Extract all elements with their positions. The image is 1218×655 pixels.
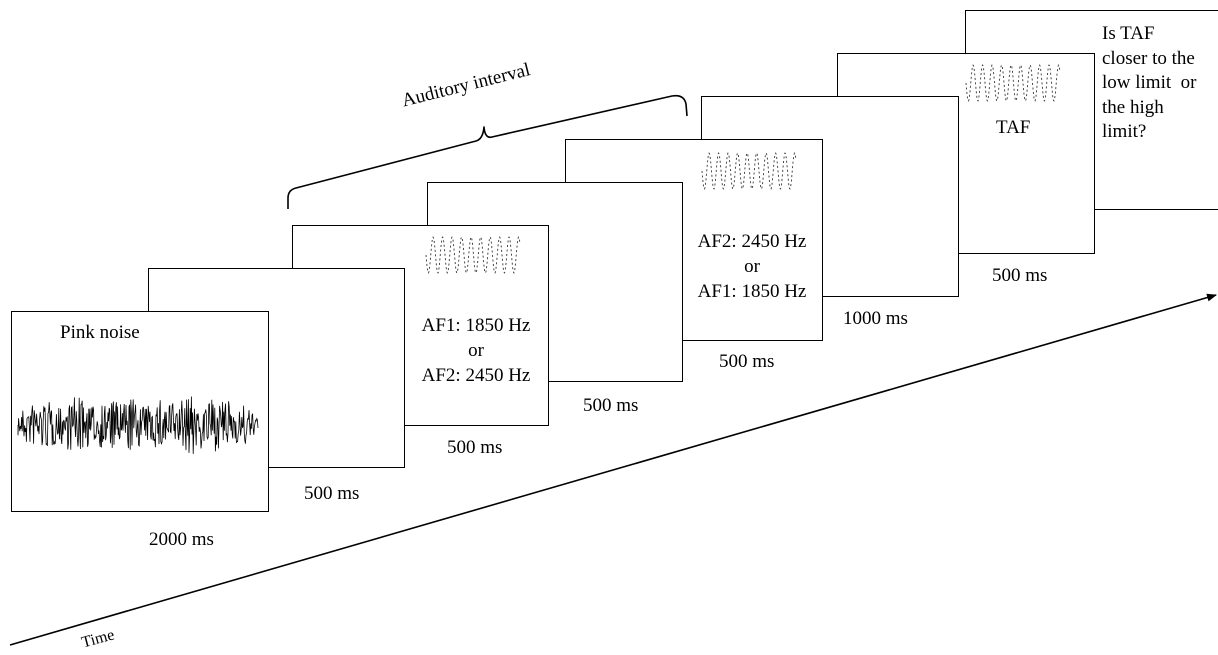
stim-2-line-2: or bbox=[744, 256, 760, 277]
question-line-3: low limit or bbox=[1102, 72, 1197, 93]
question-line-2: closer to the bbox=[1102, 47, 1195, 69]
duration-blank-2: 500 ms bbox=[583, 395, 639, 416]
stim-1-line-2: or bbox=[468, 340, 484, 361]
tone-burst-icon bbox=[425, 236, 521, 274]
duration-stim-2: 500 ms bbox=[719, 351, 775, 372]
duration-blank-1: 500 ms bbox=[304, 483, 360, 504]
pink-noise-waveform-icon bbox=[17, 396, 259, 454]
stim-1-text: AF1: 1850 Hz or AF2: 2450 Hz bbox=[398, 313, 554, 388]
tone-burst-icon bbox=[701, 152, 797, 190]
stim-2-line-3: AF1: 1850 Hz bbox=[697, 281, 807, 302]
duration-stim-1: 500 ms bbox=[447, 437, 503, 458]
question-line-5: limit? bbox=[1102, 121, 1147, 142]
stim-2-line-1: AF2: 2450 Hz bbox=[697, 231, 807, 252]
duration-blank-3: 1000 ms bbox=[843, 308, 908, 329]
question-text: Is TAF closer to the low limit or the hi… bbox=[1102, 22, 1196, 145]
duration-noise: 2000 ms bbox=[149, 529, 214, 550]
tone-burst-icon bbox=[965, 64, 1061, 102]
stim-1-line-3: AF2: 2450 Hz bbox=[421, 365, 531, 386]
question-line-4: the high bbox=[1102, 96, 1164, 118]
target-label: TAF bbox=[996, 117, 1031, 138]
question-line-1: Is TAF bbox=[1102, 23, 1155, 44]
duration-target: 500 ms bbox=[992, 265, 1048, 286]
stim-1-line-1: AF1: 1850 Hz bbox=[421, 315, 531, 336]
pink-noise-label: Pink noise bbox=[60, 322, 140, 343]
stim-2-text: AF2: 2450 Hz or AF1: 1850 Hz bbox=[674, 229, 830, 304]
